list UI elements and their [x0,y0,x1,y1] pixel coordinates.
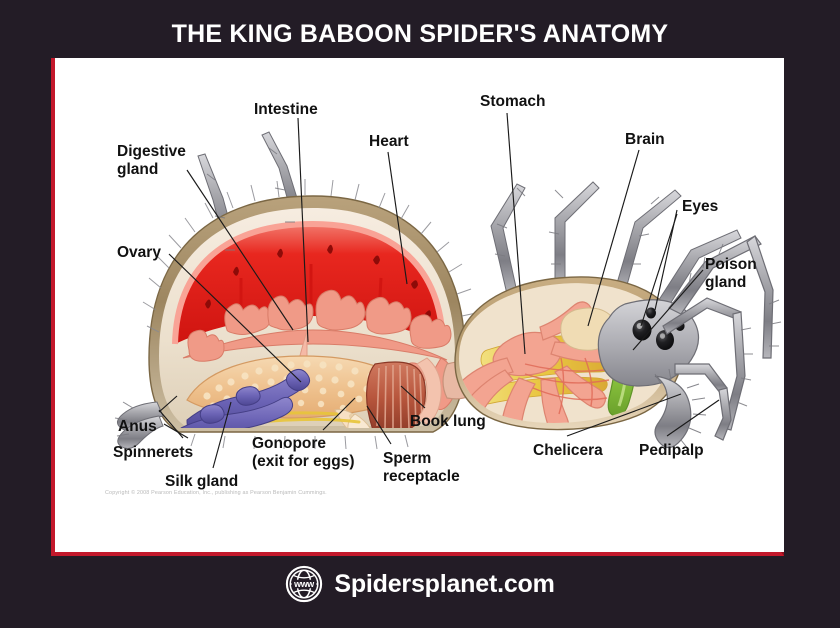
label-sperm-receptacle: Sperm receptacle [383,450,460,485]
label-book-lung: Book lung [410,413,486,430]
brand-name: Spidersplanet.com [334,569,555,598]
label-spinnerets: Spinnerets [113,444,194,461]
svg-text:www: www [294,579,315,589]
label-silk-gland: Silk gland [165,473,239,490]
label-poison-gland: Poison gland [705,256,757,291]
footer-brand: www Spidersplanet.com [0,565,840,603]
globe-www-icon: www [286,565,323,603]
diagram-panel: Digestive gland Intestine Heart Stomach … [55,58,784,552]
label-chelicera: Chelicera [533,442,603,459]
label-digestive-gland: Digestive gland [117,143,186,178]
label-heart: Heart [369,133,409,150]
label-gonopore: Gonopore (exit for eggs) [252,435,355,470]
anatomy-diagram [55,58,784,552]
label-anus: Anus [118,418,157,435]
page-title: THE KING BABOON SPIDER'S ANATOMY [171,20,669,48]
label-pedipalp: Pedipalp [639,442,704,459]
label-intestine: Intestine [254,101,318,118]
label-brain: Brain [625,131,665,148]
label-ovary: Ovary [117,244,161,261]
copyright-notice: Copyright © 2008 Pearson Education, Inc.… [105,490,327,496]
label-eyes: Eyes [682,198,719,215]
label-stomach: Stomach [480,93,546,110]
